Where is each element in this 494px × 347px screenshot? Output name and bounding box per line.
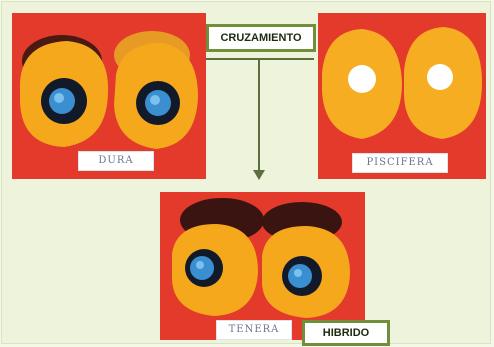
- pisifera-fruit-photo: PISCIFERA: [318, 13, 486, 179]
- down-arrow-icon: [253, 170, 265, 180]
- dura-fruit-photo: DURA: [12, 13, 206, 179]
- pisifera-tag: PISCIFERA: [352, 153, 448, 173]
- dura-tag: DURA: [78, 151, 154, 171]
- cruzamiento-label: CRUZAMIENTO: [206, 24, 316, 52]
- tenera-fruit-cross-section: [160, 192, 365, 340]
- tenera-tag: TENERA: [216, 320, 292, 340]
- cross-connector-line: [206, 58, 314, 60]
- hibrido-label: HIBRIDO: [302, 320, 390, 346]
- tenera-fruit-photo: TENERA: [160, 192, 365, 340]
- down-arrow-shaft: [258, 60, 260, 172]
